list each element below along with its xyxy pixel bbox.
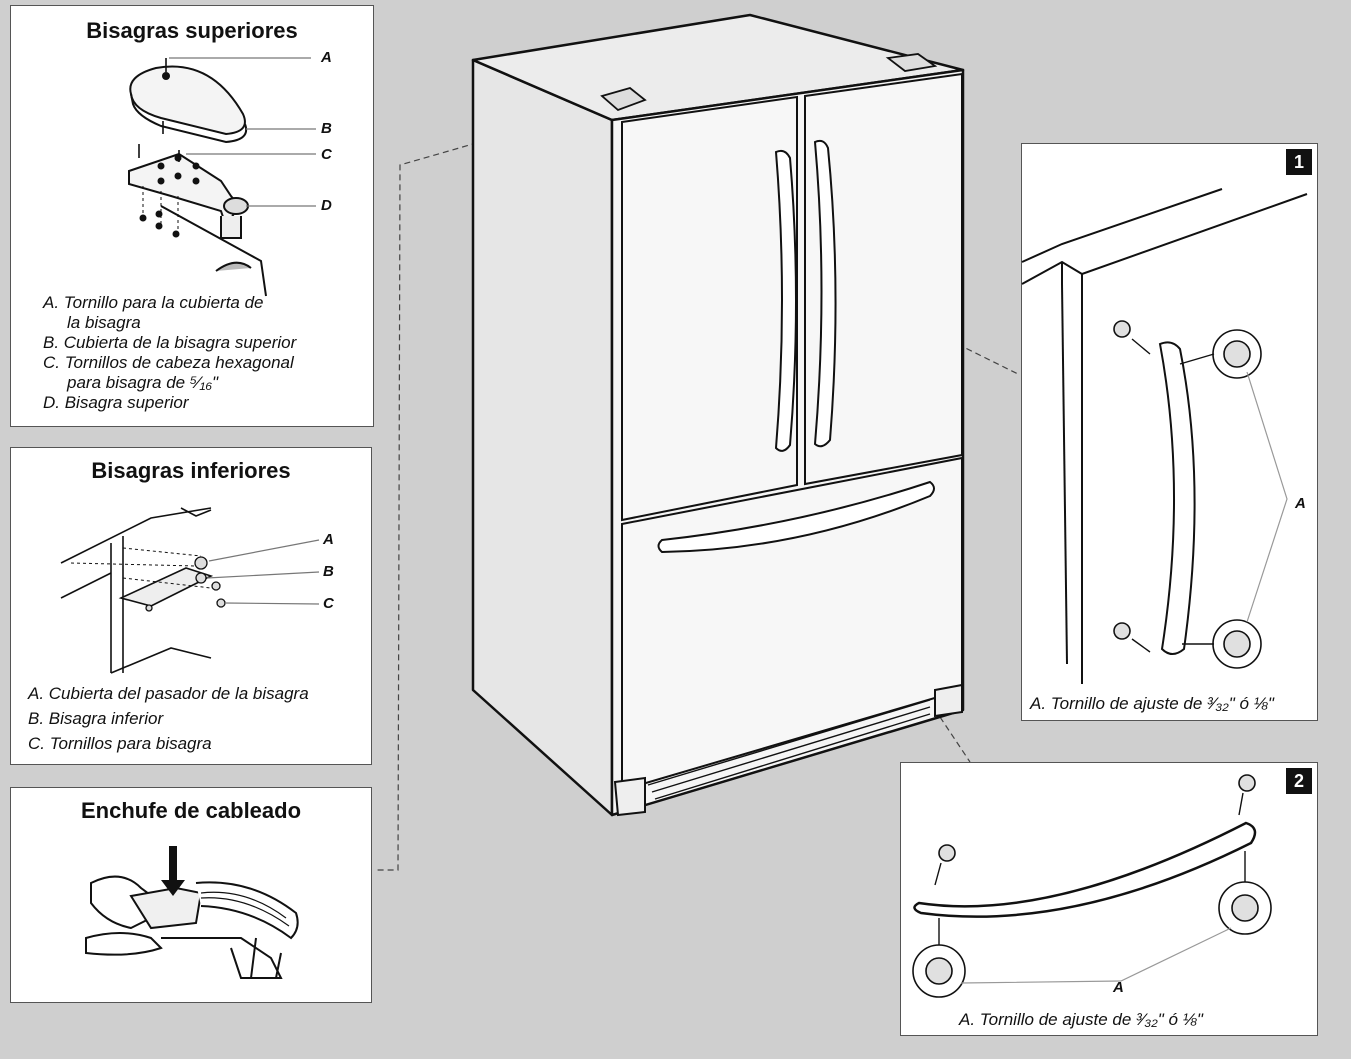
bottom-hinges-panel: Bisagras inferiores A B [10, 447, 372, 765]
bottom-hinge-callout-c: C [323, 595, 334, 612]
step2-callout-a: A [1113, 979, 1124, 996]
top-hinges-panel: Bisagras superiores [10, 5, 374, 427]
legend-item: para bisagra de ⁵⁄₁₆" [67, 373, 219, 392]
legend-item: la bisagra [67, 313, 141, 332]
wiring-plug-panel: Enchufe de cableado [10, 787, 372, 1003]
top-hinge-callout-b: B [321, 120, 332, 137]
legend-item: C. Tornillos de cabeza hexagonal [43, 353, 294, 372]
step2-note: A. Tornillo de ajuste de ³⁄₃₂" ó ⅛" [959, 1010, 1203, 1029]
bottom-hinge-drawing [60, 507, 320, 674]
legend-item: B. Bisagra inferior [28, 709, 164, 728]
top-hinge-callout-d: D [321, 197, 332, 214]
step2-panel: 2 A A. Tornillo de ajuste de ³⁄₃₂" ó ⅛" [900, 762, 1318, 1036]
bottom-hinges-legend: A. Cubierta del pasador de la bisagra B.… [28, 681, 309, 756]
bottom-hinges-title: Bisagras inferiores [91, 458, 291, 483]
legend-item: C. Tornillos para bisagra [28, 734, 212, 753]
step1-panel: 1 A A. Tornillo de aj [1021, 143, 1318, 721]
top-hinge-callout-c: C [321, 146, 332, 163]
wiring-plug-drawing [85, 846, 299, 979]
bottom-hinge-callout-a: A [323, 531, 334, 548]
legend-item: D. Bisagra superior [43, 393, 189, 412]
top-hinge-callout-a: A [321, 49, 332, 66]
wiring-plug-title: Enchufe de cableado [80, 798, 302, 823]
step1-callout-a: A [1295, 495, 1306, 512]
step1-badge: 1 [1286, 149, 1312, 175]
top-hinges-title: Bisagras superiores [86, 18, 298, 43]
top-hinge-drawing [128, 57, 316, 297]
top-hinges-legend: A. Tornillo para la cubierta de la bisag… [43, 293, 296, 413]
bottom-hinge-callout-b: B [323, 563, 334, 580]
step1-drawing [1021, 188, 1308, 684]
step1-note: A. Tornillo de ajuste de ³⁄₃₂" ó ⅛" [1030, 694, 1274, 713]
legend-item: A. Cubierta del pasador de la bisagra [28, 684, 309, 703]
legend-item: B. Cubierta de la bisagra superior [43, 333, 297, 352]
step2-badge: 2 [1286, 768, 1312, 794]
legend-item: A. Tornillo para la cubierta de [43, 293, 264, 312]
step2-drawing [912, 774, 1272, 998]
